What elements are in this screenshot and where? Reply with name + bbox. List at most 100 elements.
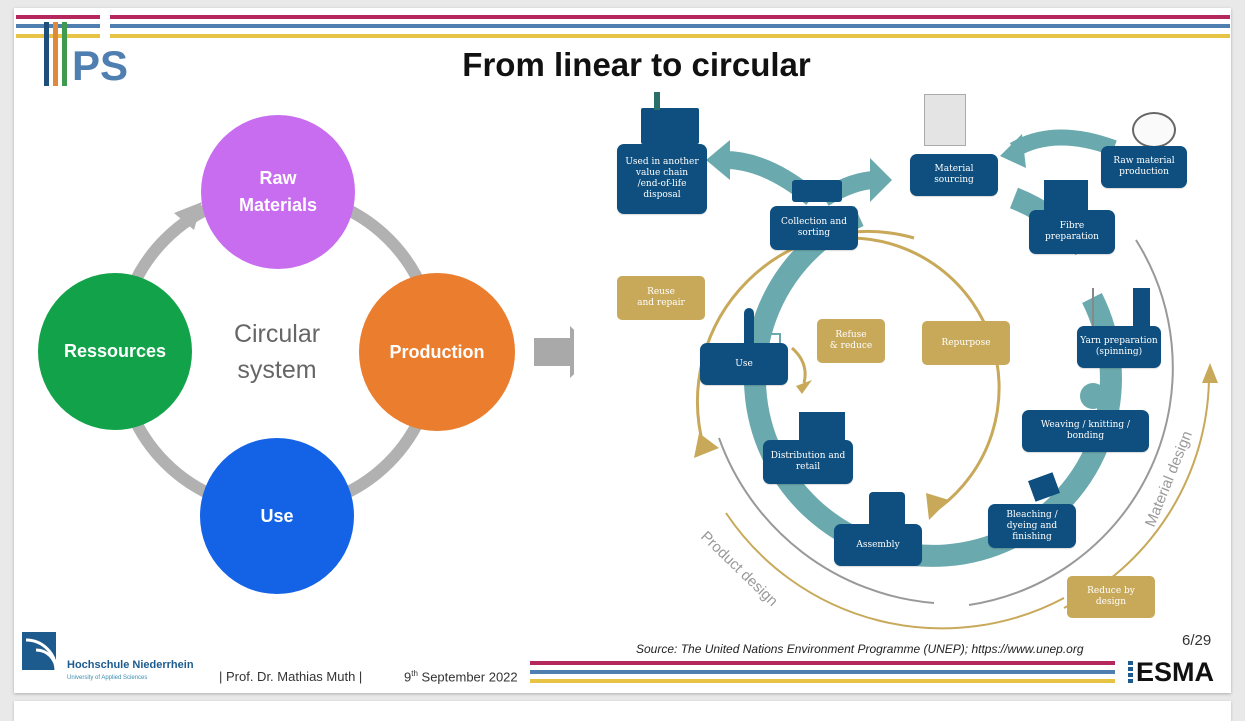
strategy-label: & reduce [829, 341, 873, 351]
step-weaving-knitting-bonding: Weaving / knitting / bonding [1022, 410, 1149, 452]
logo-bar-green [62, 22, 67, 86]
center-label-line: system [237, 356, 317, 384]
step-yarn-preparation: Yarn preparation(spinning) [1077, 326, 1161, 368]
gold-arc-reuse [696, 230, 915, 449]
factory-recycle-icon [641, 108, 699, 144]
gold-arc-product [725, 512, 1065, 630]
strategy-label: Refuse [835, 330, 867, 340]
step-assembly: Assembly [834, 524, 922, 566]
step-label: Raw material [1113, 156, 1175, 166]
transition-arrow [534, 326, 574, 378]
gold-arrowhead-reuse [694, 433, 719, 458]
presentation-date: 9th September 2022 [404, 669, 518, 684]
step-label: production [1119, 167, 1169, 177]
strategy-label: and repair [637, 298, 685, 308]
gold-arc-repurpose [853, 236, 1001, 510]
step-label: (spinning) [1095, 347, 1143, 357]
stripe-yellow [110, 34, 1230, 38]
cotton-icon [1132, 112, 1176, 148]
chimney-icon [654, 92, 660, 110]
step-label: sourcing [934, 175, 974, 185]
step-label: Yarn preparation [1080, 336, 1158, 346]
circular-system-label: Circular system [212, 316, 342, 388]
node-production: Production [359, 273, 515, 431]
date-day: 9 [404, 669, 412, 685]
node-label: Ressources [63, 341, 167, 361]
strategy-refuse-and-reduce: Refuse& reduce [817, 319, 885, 363]
arrowhead-raw [1000, 134, 1026, 168]
stripe-magenta [110, 15, 1230, 19]
strategy-label: design [1095, 597, 1127, 607]
step-label: Weaving / knitting / bonding [1040, 420, 1131, 441]
center-label-line: Circular [233, 320, 321, 348]
node-use: Use [200, 438, 354, 594]
step-label: Use [735, 358, 753, 369]
footer-stripe-magenta [530, 661, 1115, 665]
page-title: From linear to circular [462, 46, 811, 83]
stripe-magenta-left [16, 15, 100, 19]
gold-arrowhead-repurpose [926, 493, 949, 520]
step-label: value chain [635, 168, 689, 178]
footer-stripe-blue [530, 670, 1115, 674]
footer-stripe-yellow [530, 679, 1115, 683]
step-label: Distribution and [770, 451, 846, 461]
step-label: Material [934, 164, 974, 174]
gold-arc-refuse [790, 346, 807, 384]
date-rest: September 2022 [417, 669, 518, 685]
date-suffix: th [411, 669, 418, 678]
gray-arc-product [718, 437, 935, 604]
gold-arrowhead-refuse [796, 380, 812, 394]
step-label: Fibre [1059, 221, 1085, 231]
yarn-ball-icon [1080, 383, 1106, 409]
step-label: Bleaching / [1006, 509, 1058, 520]
step-label: Collection and [781, 217, 847, 227]
node-label: Raw [259, 168, 297, 188]
node-label: Materials [238, 195, 318, 215]
author: | Prof. Dr. Mathias Muth | [219, 669, 363, 684]
logo-bar-orange [53, 22, 58, 86]
university-name: Hochschule Niederrhein [67, 659, 194, 671]
gray-arc-material [968, 239, 1174, 606]
arrowhead-sourcing [870, 158, 892, 202]
step-label: dyeing and [1006, 520, 1058, 531]
strategy-label: Reduce by [1087, 586, 1135, 596]
step-label: Used in another [625, 157, 699, 167]
spinning-machine-icon [1092, 288, 1150, 328]
node-label: Production [389, 341, 485, 362]
strategy-repurpose: Repurpose [922, 321, 1010, 365]
step-label: sorting [797, 228, 831, 238]
gold-arrowhead-material [1202, 363, 1218, 383]
garbage-truck-icon [792, 180, 842, 202]
step-label: Assembly [856, 539, 900, 550]
next-slide-edge [14, 701, 1231, 721]
step-label: retail [795, 462, 821, 472]
ring-arrowhead [174, 202, 202, 230]
step-label: disposal [643, 190, 681, 200]
fibre-factory-icon [1044, 180, 1088, 210]
stripe-yellow-left [16, 34, 100, 38]
node-ressources: Ressources [38, 273, 192, 430]
document-search-icon [924, 94, 966, 146]
esma-logo-bars [1128, 661, 1133, 685]
esma-logo-text: ESMA [1136, 657, 1215, 687]
stripe-blue-left [16, 24, 100, 28]
step-label: preparation [1045, 232, 1099, 242]
logo-text: PS [72, 42, 129, 89]
arrow-raw-to-sourcing [1009, 129, 1117, 158]
logo-bar-navy [44, 22, 49, 86]
ips-logo: PS [44, 14, 144, 92]
sewing-machine-icon [869, 492, 905, 530]
step-label: finishing [1012, 531, 1052, 542]
source-citation: Source: The United Nations Environment P… [636, 642, 1084, 656]
step-use: Use [700, 343, 788, 385]
